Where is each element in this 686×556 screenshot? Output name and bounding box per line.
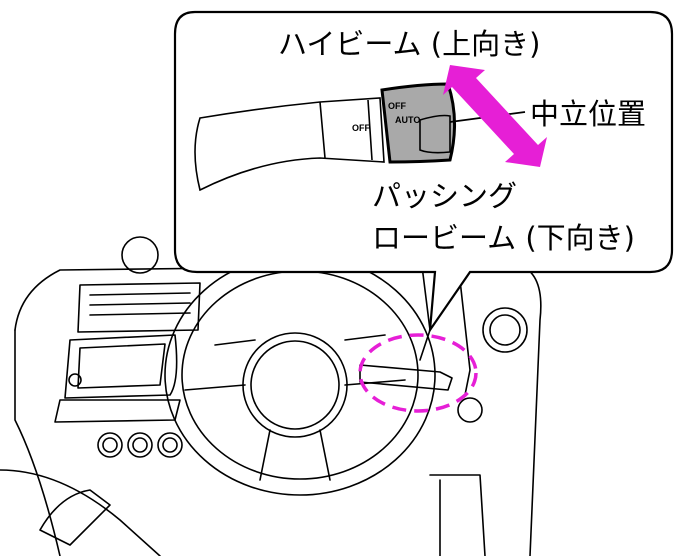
right-vent xyxy=(482,307,528,353)
low-beam-label: ロービーム (下向き) xyxy=(372,221,635,255)
screen xyxy=(64,334,178,399)
up-down-arrow xyxy=(443,65,547,167)
high-beam-label: ハイビーム (上向き) xyxy=(278,27,541,61)
steering-wheel xyxy=(164,254,436,496)
gauge xyxy=(121,236,159,274)
lever-top-mark: OFF xyxy=(388,101,406,111)
left-vent xyxy=(77,282,201,333)
callout-box xyxy=(173,10,674,335)
column-lever xyxy=(359,364,453,391)
lever-body xyxy=(194,97,385,192)
gear-shifter xyxy=(39,489,111,546)
lever-off-mark: OFF xyxy=(352,123,370,133)
dashboard-outline xyxy=(14,264,542,556)
highlight-ellipse xyxy=(358,333,478,413)
lever-auto-mark: AUTO xyxy=(395,115,421,125)
neutral-position-label: 中立位置 xyxy=(530,97,647,131)
passing-label: パッシング xyxy=(372,179,518,213)
wheel-hub xyxy=(242,332,348,438)
